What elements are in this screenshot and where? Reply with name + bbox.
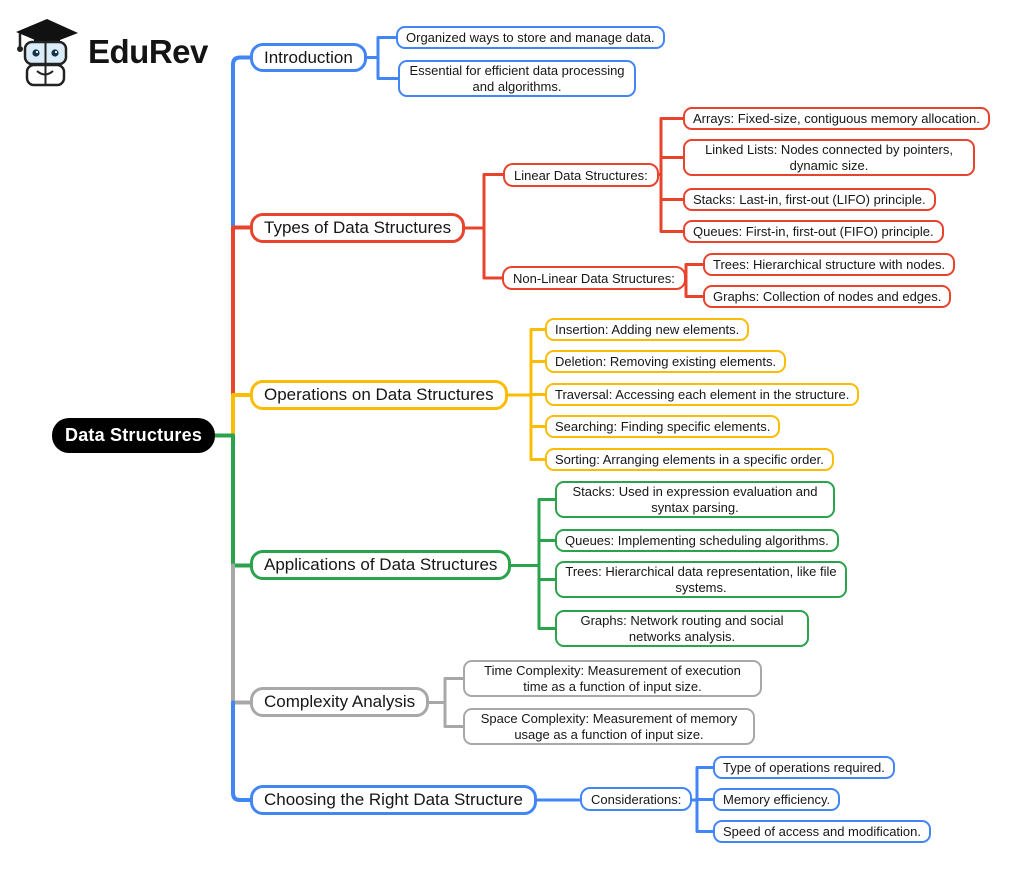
node-considerations: Considerations: (580, 787, 693, 811)
brand-logo: EduRev (10, 12, 208, 92)
leaf-graphs-network-routing: Graphs: Network routing and social netwo… (555, 610, 809, 647)
leaf-stacks-lifo: Stacks: Last-in, first-out (LIFO) princi… (683, 188, 936, 211)
leaf-space-complexity: Space Complexity: Measurement of memory … (463, 708, 755, 745)
leaf-organized-ways: Organized ways to store and manage data. (396, 26, 665, 49)
node-operations-on-data-structures: Operations on Data Structures (250, 380, 508, 410)
leaf-sorting: Sorting: Arranging elements in a specifi… (545, 448, 834, 471)
node-root-data-structures: Data Structures (52, 418, 216, 453)
brand-name: EduRev (88, 33, 208, 70)
node-non-linear-data-structures: Non-Linear Data Structures: (502, 266, 686, 290)
node-introduction: Introduction (250, 43, 367, 72)
node-complexity-analysis: Complexity Analysis (250, 687, 430, 717)
node-applications-of-data-structures: Applications of Data Structures (250, 550, 512, 580)
leaf-trees-hierarchical: Trees: Hierarchical structure with nodes… (703, 253, 956, 276)
leaf-trees-file-systems: Trees: Hierarchical data representation,… (555, 561, 847, 598)
leaf-graphs-nodes-edges: Graphs: Collection of nodes and edges. (703, 285, 952, 308)
leaf-linked-lists: Linked Lists: Nodes connected by pointer… (683, 139, 975, 176)
node-linear-data-structures: Linear Data Structures: (503, 163, 659, 187)
leaf-queues-scheduling: Queues: Implementing scheduling algorith… (555, 529, 839, 552)
edurev-mascot-icon (16, 19, 78, 87)
node-choosing-the-right-data-structure: Choosing the Right Data Structure (250, 785, 537, 815)
leaf-queues-fifo: Queues: First-in, first-out (FIFO) princ… (683, 220, 944, 243)
leaf-traversal: Traversal: Accessing each element in the… (545, 383, 860, 406)
leaf-searching: Searching: Finding specific elements. (545, 415, 781, 438)
leaf-speed-of-access: Speed of access and modification. (713, 820, 932, 843)
leaf-deletion: Deletion: Removing existing elements. (545, 350, 787, 373)
leaf-type-of-operations: Type of operations required. (713, 756, 895, 779)
leaf-memory-efficiency: Memory efficiency. (713, 788, 841, 811)
node-types-of-data-structures: Types of Data Structures (250, 213, 466, 243)
leaf-essential-for-processing: Essential for efficient data processing … (398, 60, 636, 97)
leaf-time-complexity: Time Complexity: Measurement of executio… (463, 660, 762, 697)
leaf-insertion: Insertion: Adding new elements. (545, 318, 750, 341)
leaf-stacks-expression: Stacks: Used in expression evaluation an… (555, 481, 835, 518)
leaf-arrays: Arrays: Fixed-size, contiguous memory al… (683, 107, 990, 130)
